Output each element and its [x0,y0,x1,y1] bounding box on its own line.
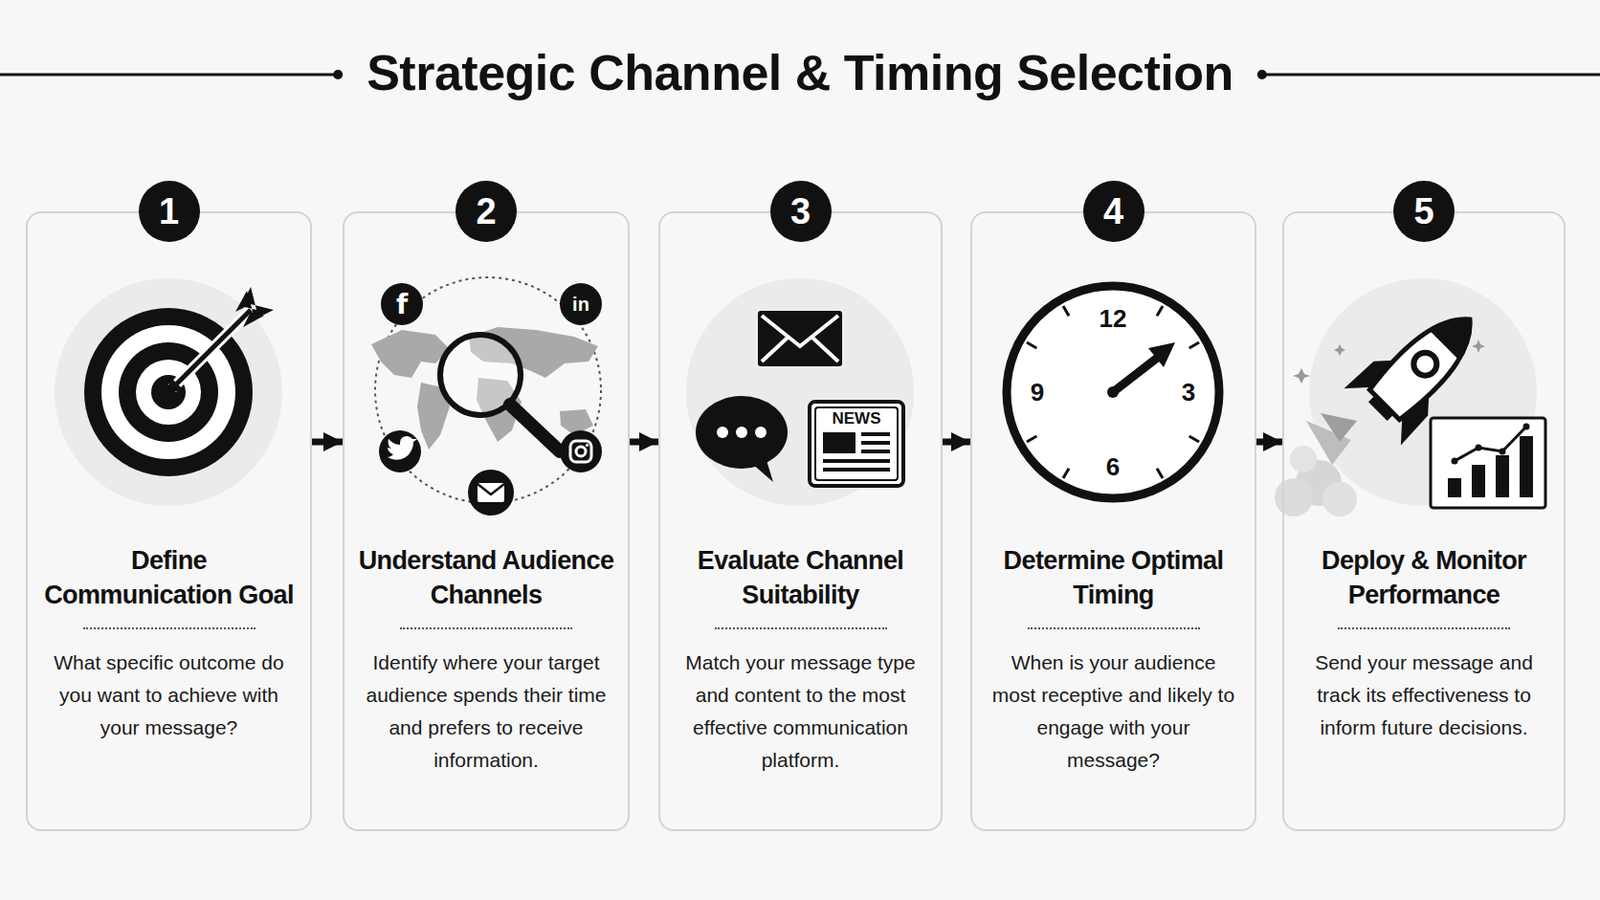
step-description: Send your message and track its effectiv… [1284,646,1564,745]
title-rule [1262,73,1600,77]
step-heading: Evaluate Channel Suitability [660,543,941,613]
step-heading: Determine Optimal Timing [972,543,1255,613]
target-icon [54,278,283,507]
icon-label: in [572,293,590,316]
dotted-divider [83,627,256,630]
icon-label: NEWS [832,409,882,429]
audience-map-icon [371,277,602,516]
step-card: 5Deploy & Monitor PerformanceSend your m… [1282,211,1566,832]
step-heading: Define Communication Goal [27,543,311,613]
step-heading: Deploy & Monitor Performance [1284,543,1564,613]
step-number: 3 [770,180,832,243]
flow-arrow [1256,439,1283,446]
dotted-divider [1337,627,1511,630]
icon-label: 9 [1030,377,1045,408]
icon-label: f [396,288,408,321]
title-rule [0,73,338,77]
dotted-divider [1027,627,1200,630]
icon-space [27,213,311,544]
step-number: 2 [455,180,517,243]
flow-arrow [629,439,659,446]
title-rule-dot [333,69,343,80]
step-description: Identify where your target audience spen… [344,646,628,778]
flow-arrow [311,439,343,446]
clock-icon [1006,286,1220,499]
step-description: Match your message type and content to t… [660,646,941,778]
icon-space [1284,213,1564,544]
step-heading: Understand Audience Channels [344,543,628,613]
title-rule-dot [1257,69,1267,80]
icon-label: 3 [1181,377,1196,408]
clock-tick [1026,436,1037,443]
step-card: 1Define Communication GoalWhat specific … [25,211,312,832]
page-title: Strategic Channel & Timing Selection [366,44,1234,101]
clock-tick [1063,468,1069,479]
step-number: 5 [1393,180,1455,243]
title-wrap: Strategic Channel & Timing Selection [0,44,1600,102]
step-number: 1 [138,180,200,243]
clock-tick [1156,306,1163,316]
clock-tick [1063,306,1069,316]
channel-icons [686,278,914,507]
icon-label: 6 [1106,452,1120,483]
flow-arrow [942,439,971,446]
clock-tick [1189,436,1200,443]
icon-label: 12 [1099,304,1128,334]
dotted-divider [714,627,888,630]
launch-icon [1274,278,1546,517]
step-card: 3Evaluate Channel SuitabilityMatch your … [658,211,943,832]
step-description: When is your audience most receptive and… [972,646,1255,778]
clock-tick [1026,342,1037,349]
dotted-divider [400,627,573,630]
step-description: What specific outcome do you want to ach… [27,646,311,745]
clock-tick [1189,342,1200,349]
icon-space [660,213,941,544]
clock-tick [1156,468,1163,479]
icon-space [972,213,1255,544]
icon-space [344,213,628,544]
step-number: 4 [1083,180,1145,243]
